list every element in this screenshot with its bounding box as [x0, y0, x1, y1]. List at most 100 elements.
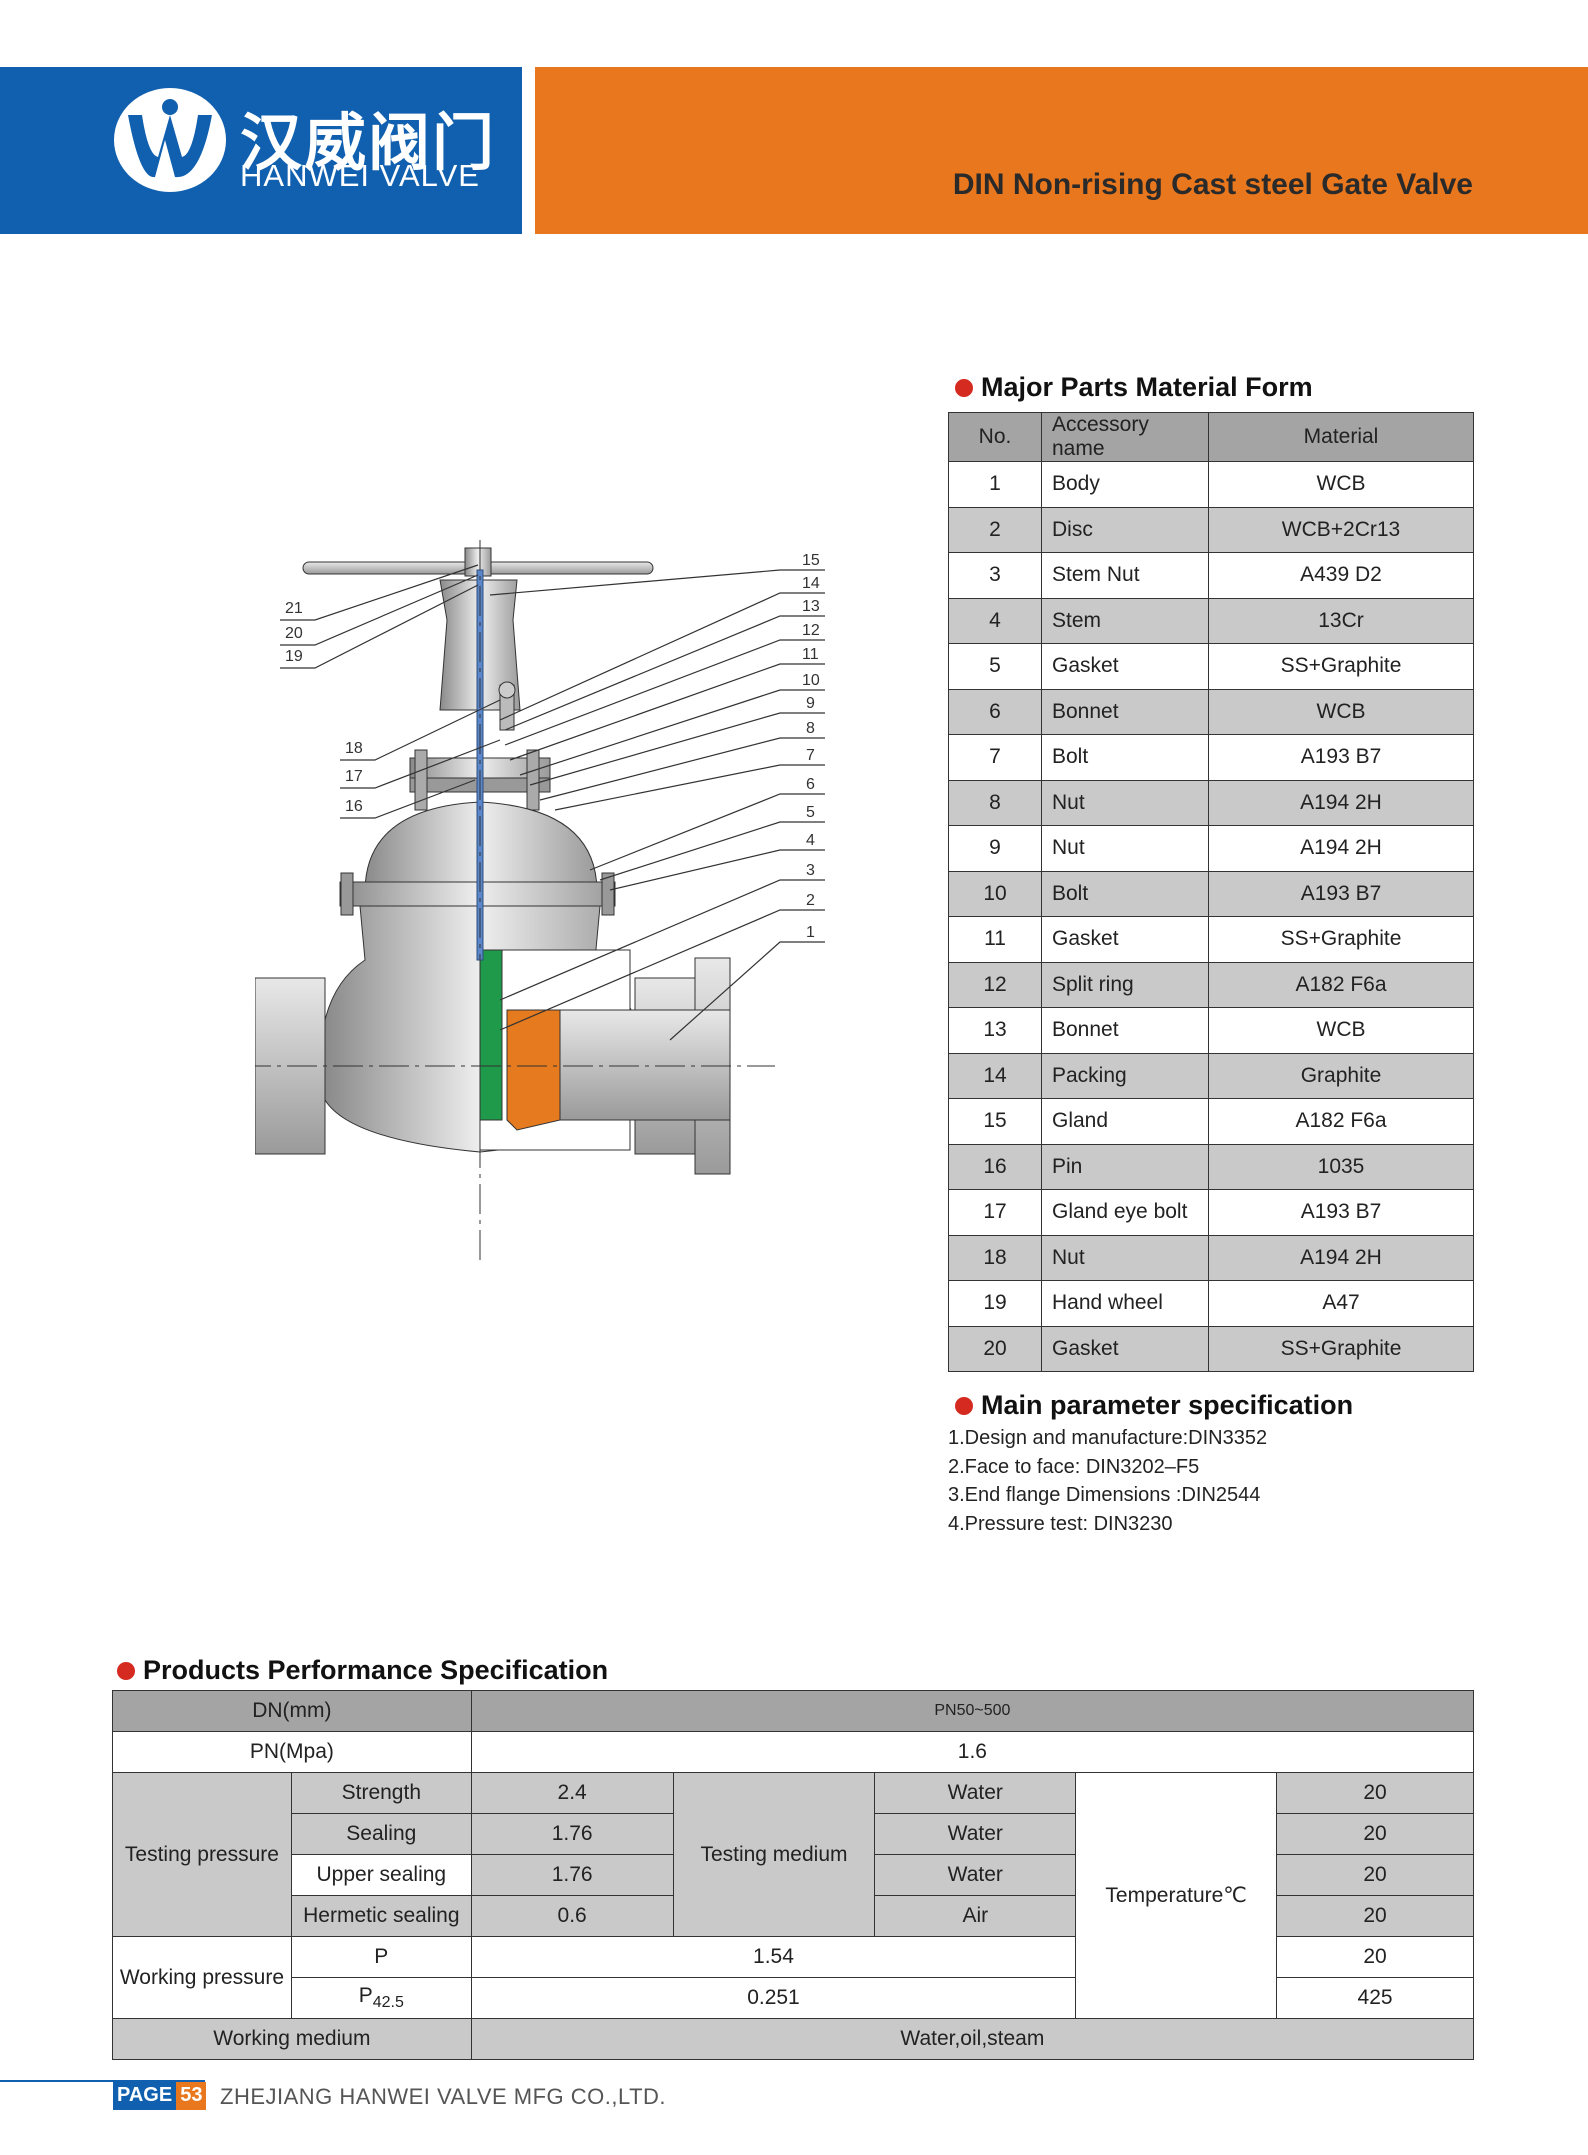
page-title: DIN Non-rising Cast steel Gate Valve: [952, 168, 1473, 201]
part-no-cell: 5: [948, 643, 1042, 690]
part-name-cell: Nut: [1041, 1234, 1209, 1281]
part-material-cell: A47: [1208, 1280, 1474, 1327]
part-material-cell: Graphite: [1208, 1052, 1474, 1099]
params-heading: Main parameter specification: [955, 1390, 1353, 1421]
page-number-badge: PAGE 53: [113, 2082, 207, 2110]
callout-9: 9: [806, 695, 815, 712]
part-no-cell: 16: [948, 1143, 1042, 1190]
part-material-cell: 1035: [1208, 1143, 1474, 1190]
part-no-cell: 4: [948, 597, 1042, 644]
part-material-cell: A194 2H: [1208, 825, 1474, 872]
part-name-cell: Split ring: [1041, 961, 1209, 1008]
working-medium-label: Working medium: [112, 2018, 472, 2060]
part-no-cell: 14: [948, 1052, 1042, 1099]
bullet-dot-icon: [117, 1661, 135, 1680]
brand-name-english: HANWEI VALVE: [240, 158, 480, 193]
part-no-cell: 17: [948, 1189, 1042, 1236]
callout-21: 21: [285, 600, 303, 617]
part-no-cell: 8: [948, 779, 1042, 826]
test-temp: 20: [1276, 1895, 1474, 1937]
working-medium-value: Water,oil,steam: [470, 2018, 1475, 2060]
callout-4: 4: [806, 832, 815, 849]
test-medium: Air: [874, 1895, 1077, 1937]
part-material-cell: A194 2H: [1208, 1234, 1474, 1281]
part-name-cell: Bonnet: [1041, 688, 1209, 735]
part-no-cell: 6: [948, 688, 1042, 735]
performance-heading-text: Products Performance Specification: [143, 1655, 609, 1685]
test-name: Hermetic sealing: [290, 1895, 472, 1937]
pn-value: 1.6: [470, 1731, 1475, 1773]
part-name-cell: Gland: [1041, 1098, 1209, 1145]
part-material-cell: SS+Graphite: [1208, 643, 1474, 690]
page-number: 53: [176, 2082, 207, 2110]
working-value: 1.54: [470, 1936, 1077, 1978]
callout-14: 14: [802, 575, 820, 592]
working-value: 0.251: [470, 1977, 1077, 2019]
part-name-cell: Packing: [1041, 1052, 1209, 1099]
param-item: 1.Design and manufacture:DIN3352: [948, 1427, 1268, 1449]
test-name: Upper sealing: [290, 1854, 472, 1896]
callout-6: 6: [806, 776, 815, 793]
test-value: 0.6: [470, 1895, 674, 1937]
working-name: P42.5: [290, 1977, 472, 2019]
part-no-cell: 1: [948, 461, 1042, 508]
parts-header-row: No. Accessory name Material: [948, 412, 1474, 462]
header-title-panel: [535, 67, 1588, 234]
part-material-cell: SS+Graphite: [1208, 916, 1474, 963]
dn-label: DN(mm): [112, 1690, 472, 1732]
part-name-cell: Pin: [1041, 1143, 1209, 1190]
callout-10: 10: [802, 672, 820, 689]
dn-value: PN50~500: [470, 1690, 1475, 1732]
param-item: 2.Face to face: DIN3202–F5: [948, 1455, 1200, 1478]
table-row: DN(mm) PN50~500: [112, 1690, 1475, 1732]
part-material-cell: A439 D2: [1208, 552, 1474, 599]
callout-8: 8: [806, 720, 815, 737]
test-name: Sealing: [290, 1813, 472, 1855]
callout-20: 20: [285, 625, 303, 642]
callout-11: 11: [802, 646, 819, 663]
gate-valve-cross-section-drawing: [255, 540, 775, 1260]
callout-12: 12: [802, 622, 820, 639]
part-name-cell: Bolt: [1041, 870, 1209, 917]
param-item: 3.End flange Dimensions :DIN2544: [948, 1484, 1261, 1506]
part-material-cell: A194 2H: [1208, 779, 1474, 826]
part-material-cell: A182 F6a: [1208, 1098, 1474, 1145]
part-name-cell: Nut: [1041, 825, 1209, 872]
part-no-cell: 20: [948, 1325, 1042, 1372]
working-pressure-label: Working pressure: [112, 1936, 292, 2019]
part-material-cell: 13Cr: [1208, 597, 1474, 644]
part-name-cell: Disc: [1041, 506, 1209, 553]
callout-19: 19: [285, 648, 303, 665]
testing-pressure-label: Testing pressure: [112, 1772, 292, 1937]
test-temp: 20: [1276, 1854, 1474, 1896]
part-name-cell: Nut: [1041, 779, 1209, 826]
part-no-cell: 3: [948, 552, 1042, 599]
test-medium: Water: [874, 1854, 1077, 1896]
working-name: P: [290, 1936, 472, 1978]
part-name-cell: Hand wheel: [1041, 1280, 1209, 1327]
callout-17: 17: [345, 768, 363, 785]
table-row: Working medium Water,oil,steam: [112, 2018, 1475, 2060]
callout-2: 2: [806, 892, 815, 909]
footer-rule: [0, 2080, 205, 2082]
part-no-cell: 18: [948, 1234, 1042, 1281]
part-no-cell: 9: [948, 825, 1042, 872]
test-medium: Water: [874, 1772, 1077, 1814]
part-name-cell: Gland eye bolt: [1041, 1189, 1209, 1236]
